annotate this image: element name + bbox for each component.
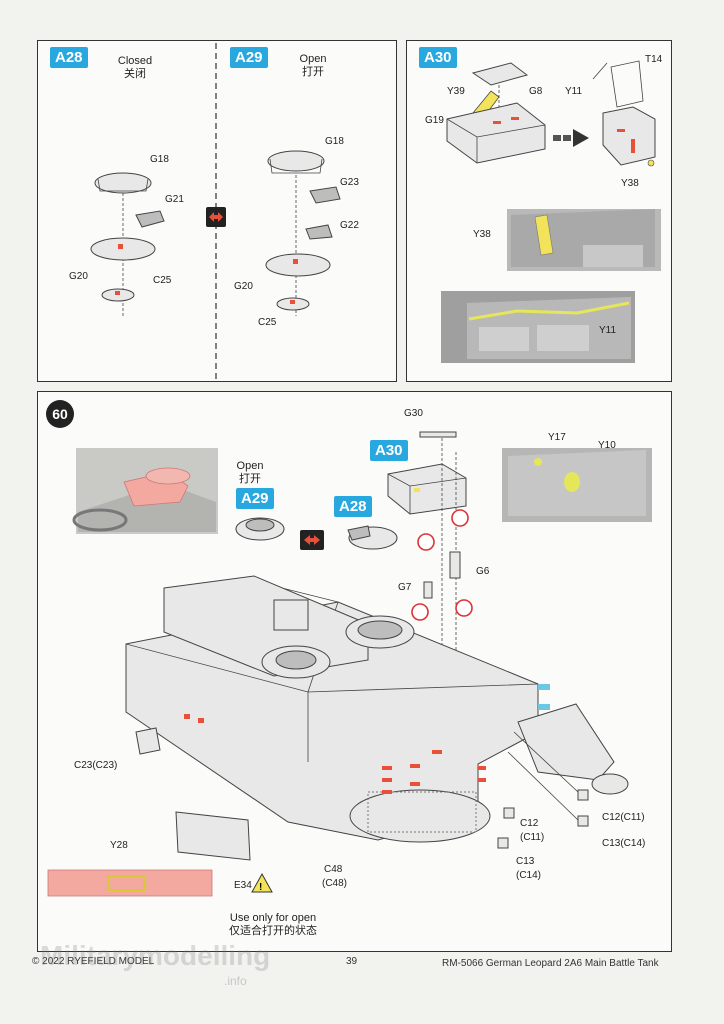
watermark-modelling: modelling <box>138 940 271 971</box>
a30-label-y11: Y11 <box>565 86 583 97</box>
a28-label-g21: G21 <box>165 194 184 205</box>
step60-label-c48b: (C48) <box>322 878 348 889</box>
step60-label-c13: C13 <box>516 856 535 867</box>
step60-label-c23: C23(C23) <box>74 760 118 771</box>
a28-title: Closed 关闭 <box>110 55 160 81</box>
step60-label-y28: Y28 <box>110 840 128 851</box>
a29-label-g18: G18 <box>325 136 344 147</box>
a28-label-c25: C25 <box>153 275 172 286</box>
a30-label-y38: Y38 <box>621 178 639 189</box>
a29-label-g23: G23 <box>340 177 359 188</box>
step60-label-c13c14: C13(C14) <box>602 838 646 849</box>
step-60-diagram: ! <box>47 431 652 897</box>
badge-a29: A29 <box>230 47 268 68</box>
step60-label-g30: G30 <box>404 408 423 419</box>
step60-label-g6: G6 <box>476 566 490 577</box>
a29-label-g22: G22 <box>340 220 359 231</box>
watermark: Militarymodelling <box>40 940 270 972</box>
a30-label-t14: T14 <box>645 54 663 65</box>
watermark-info: .info <box>224 974 247 988</box>
a28-title-en: Closed <box>117 55 153 67</box>
footer-page-number: 39 <box>346 956 358 967</box>
step60-label-y17: Y17 <box>548 432 566 443</box>
a28-title-cn: 关闭 <box>124 68 146 80</box>
a30-diagram <box>441 60 661 363</box>
a29-title-cn: 打开 <box>302 66 324 78</box>
open-only-note-en: Use only for open <box>229 912 317 924</box>
step60-badge-a28: A28 <box>334 496 372 517</box>
panel-step-60: 60 <box>37 391 672 952</box>
a29-label-g20: G20 <box>234 281 253 292</box>
a30-label-y39: Y39 <box>447 86 465 97</box>
step60-label-c14: (C14) <box>516 870 542 881</box>
open-only-note: Use only for open 仅适合打开的状态 <box>218 912 328 938</box>
step-number: 60 <box>46 400 74 428</box>
open-only-note-cn: 仅适合打开的状态 <box>229 925 317 937</box>
footer-copyright: © 2022 RYEFIELD MODEL <box>32 956 155 967</box>
watermark-military: Military <box>40 940 139 971</box>
badge-a30: A30 <box>419 47 457 68</box>
step60-label-y10: Y10 <box>598 440 616 451</box>
step60-label-e34: E34 <box>234 880 252 891</box>
step60-open-cn: 打开 <box>239 473 261 485</box>
step60-label-c12: C12 <box>520 818 539 829</box>
a29-label-c25: C25 <box>258 317 277 328</box>
a30-label-g19: G19 <box>425 115 444 126</box>
a28-a29-diagram <box>90 43 341 379</box>
svg-text:!: ! <box>259 882 262 893</box>
panel-a28-a29: A28 Closed 关闭 A29 Open 打开 G18 G21 G20 C <box>37 40 397 382</box>
panel-a30: A30 T14 Y39 G8 Y11 G19 <box>406 40 672 382</box>
step60-badge-a29: A29 <box>236 488 274 509</box>
step60-open-en: Open <box>236 460 264 472</box>
step60-badge-a30: A30 <box>370 440 408 461</box>
step60-label-g7: G7 <box>398 582 412 593</box>
a30-label-y11-photo: Y11 <box>599 325 617 336</box>
a28-label-g18: G18 <box>150 154 169 165</box>
step60-open-title: Open 打开 <box>226 460 274 486</box>
a30-label-y38-photo: Y38 <box>473 229 491 240</box>
a29-title-en: Open <box>299 53 327 65</box>
step60-label-c12c11: C12(C11) <box>602 812 645 823</box>
a30-label-g8: G8 <box>529 86 543 97</box>
footer-product-name: RM-5066 German Leopard 2A6 Main Battle T… <box>442 958 659 969</box>
badge-a28: A28 <box>50 47 88 68</box>
a29-title: Open 打开 <box>288 53 338 79</box>
step60-label-c48: C48 <box>324 864 343 875</box>
step60-label-c11: (C11) <box>520 832 545 843</box>
a28-label-g20: G20 <box>69 271 88 282</box>
